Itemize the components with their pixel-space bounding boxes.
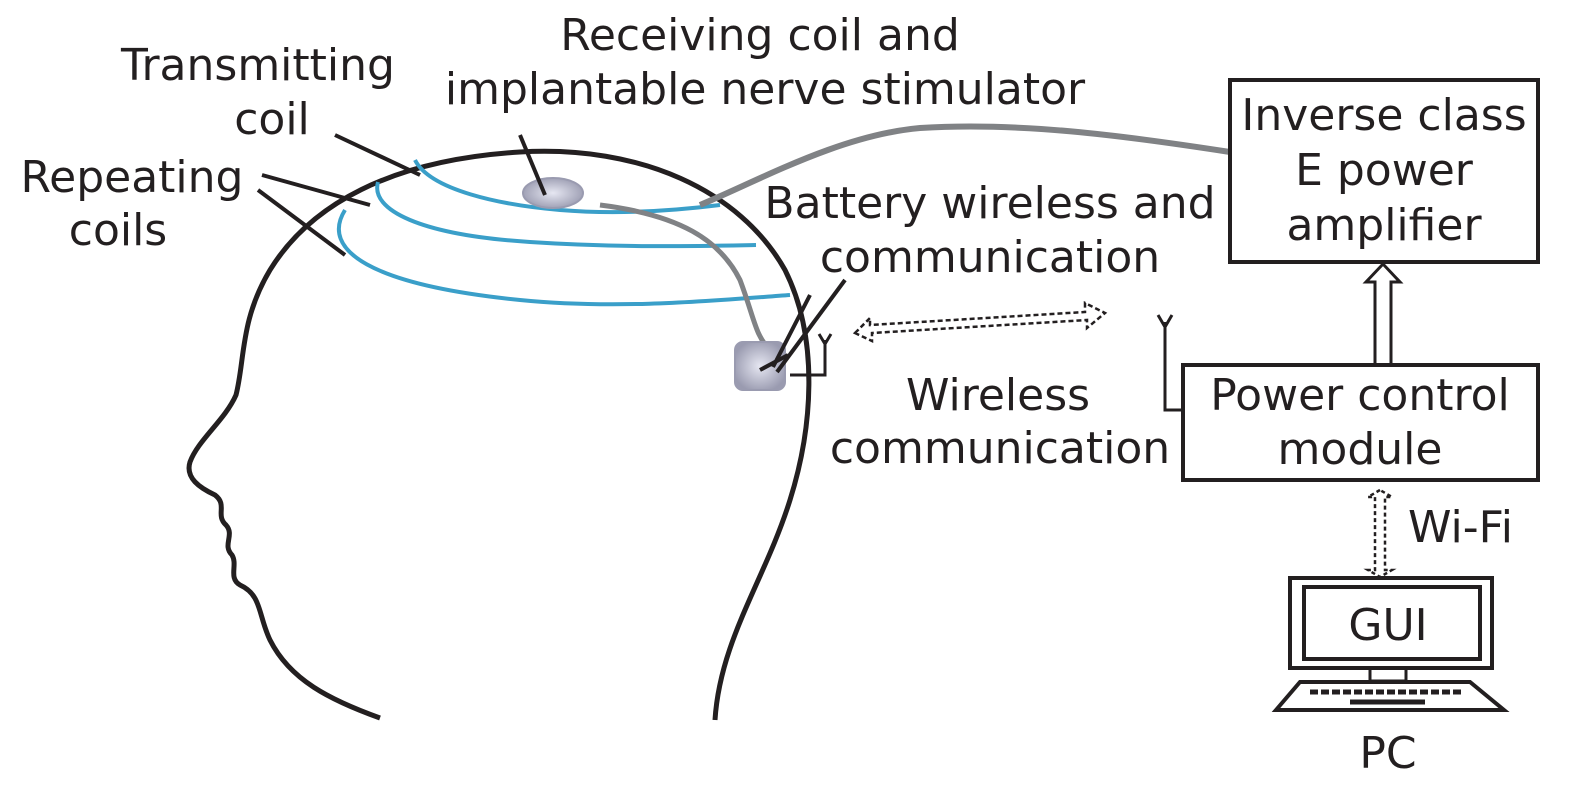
repeating-label-1: Repeating xyxy=(21,152,244,203)
wireless-link-arrow xyxy=(852,300,1108,343)
implant-antenna-icon xyxy=(790,333,833,377)
wifi-label: Wi-Fi xyxy=(1408,502,1513,553)
amplifier-line-1: Inverse class xyxy=(1241,90,1526,141)
transmitting-label-2: coil xyxy=(234,94,310,145)
coils xyxy=(336,158,791,307)
head-outline xyxy=(186,148,812,721)
wireless-label-1: Wireless xyxy=(906,370,1090,421)
amplifier-line-3: amplifier xyxy=(1286,200,1482,251)
pc-icon xyxy=(1271,576,1510,712)
power-control-line-2: module xyxy=(1278,424,1443,475)
pc-label: PC xyxy=(1359,728,1416,779)
battery-module-device xyxy=(734,341,786,391)
repeating-coil-1 xyxy=(375,181,757,249)
leader-lines xyxy=(256,133,847,374)
wifi-link-arrow xyxy=(1363,488,1397,579)
amplifier-block xyxy=(1228,78,1540,264)
battery-label-1: Battery wireless and xyxy=(764,178,1215,229)
transmitting-label-1: Transmitting xyxy=(120,40,395,91)
control-to-amplifier-arrow xyxy=(1362,261,1404,365)
power-control-line-1: Power control xyxy=(1210,370,1510,421)
transmitting-coil xyxy=(413,158,721,215)
amplifier-cable xyxy=(698,123,1231,208)
repeating-label-2: coils xyxy=(69,205,167,256)
repeating-coil-2 xyxy=(336,208,791,307)
receiving-label-2: implantable nerve stimulator xyxy=(445,64,1086,115)
receiver-cable xyxy=(599,202,772,352)
battery-label-2: communication xyxy=(820,232,1160,283)
receiving-coil-device xyxy=(522,177,584,209)
receiving-label-1: Receiving coil and xyxy=(560,10,960,61)
amplifier-line-2: E power xyxy=(1295,145,1474,196)
wireless-label-2: communication xyxy=(830,423,1170,474)
base-antenna-icon xyxy=(1156,314,1183,412)
gui-label: GUI xyxy=(1348,600,1427,651)
power-control-block xyxy=(1181,363,1540,482)
